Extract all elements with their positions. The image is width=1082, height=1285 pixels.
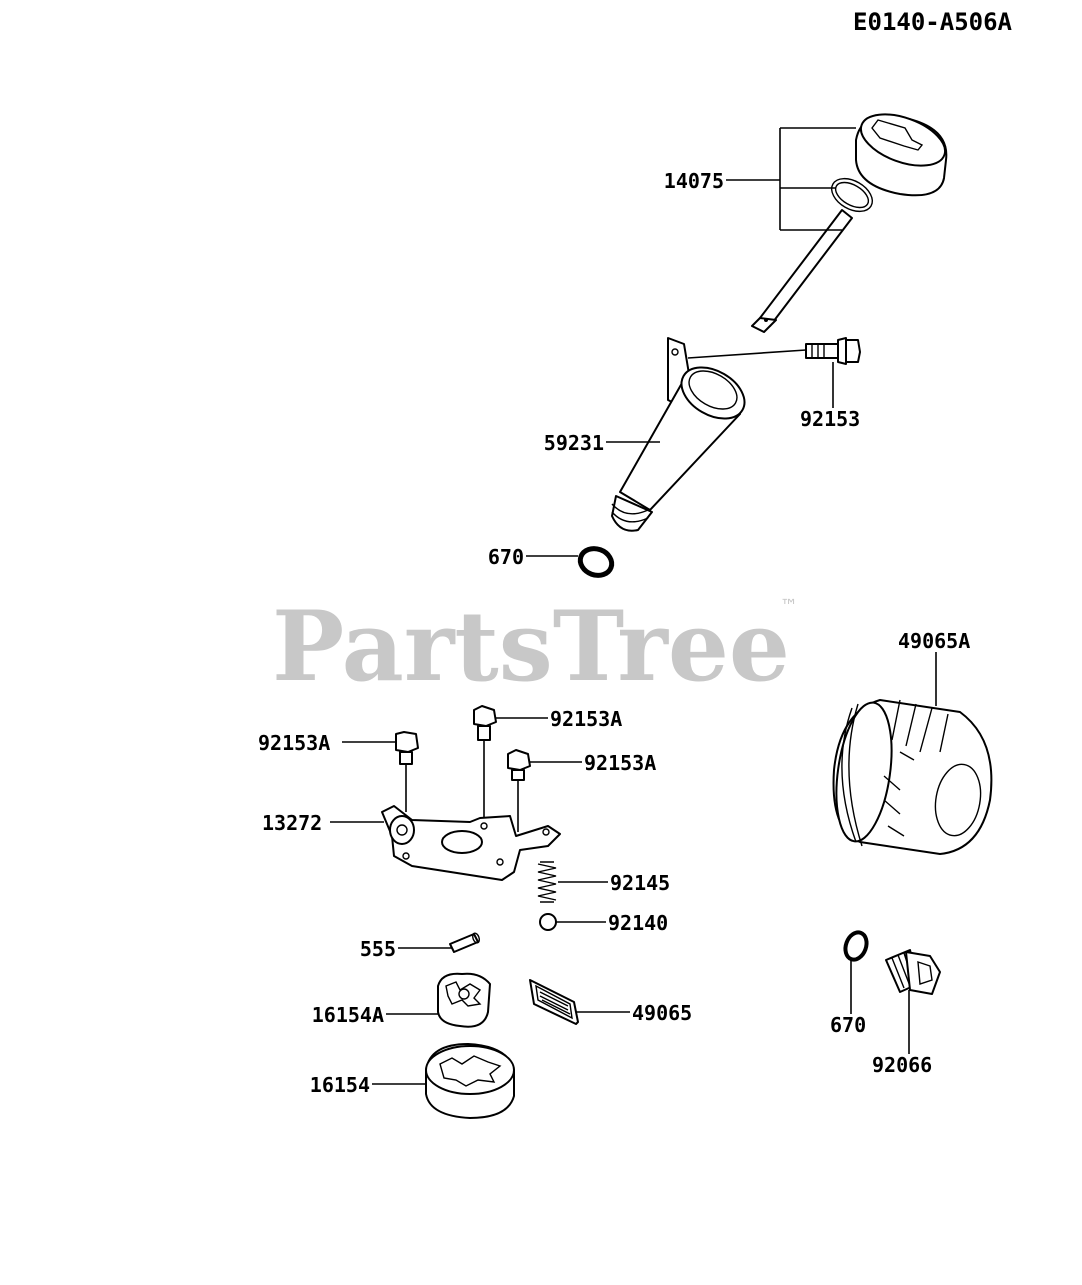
part-label-92153[interactable]: 92153 [800, 407, 860, 431]
part-label-92066[interactable]: 92066 [872, 1053, 932, 1077]
watermark-logo: PartsTree [272, 590, 790, 703]
pin-555-drawing[interactable] [449, 932, 481, 953]
part-label-92145[interactable]: 92145 [610, 871, 670, 895]
oil-filter-drawing[interactable] [829, 699, 993, 855]
o-ring-670-bottom-drawing[interactable] [842, 929, 870, 962]
bolt-92153-drawing[interactable] [805, 337, 861, 365]
part-label-13272[interactable]: 13272 [262, 811, 322, 835]
part-label-59231[interactable]: 59231 [544, 431, 604, 455]
part-label-92153A-mid[interactable]: 92153A [550, 707, 622, 731]
drain-plug-92066-drawing[interactable] [885, 949, 941, 995]
dipstick-cap-drawing[interactable] [751, 104, 952, 333]
bolt-92153A-right-drawing[interactable] [507, 749, 531, 781]
part-label-92140[interactable]: 92140 [608, 911, 668, 935]
part-label-14075[interactable]: 14075 [664, 169, 724, 193]
ball-92140-drawing[interactable] [539, 913, 557, 931]
part-label-49065A[interactable]: 49065A [898, 629, 970, 653]
plate-13272-drawing[interactable] [381, 805, 561, 881]
part-label-16154A[interactable]: 16154A [312, 1003, 384, 1027]
part-label-670-bottom[interactable]: 670 [830, 1013, 866, 1037]
diagram-code: E0140-A506A [853, 8, 1012, 36]
spring-92145-drawing[interactable] [537, 861, 557, 903]
o-ring-670-top-drawing[interactable] [577, 544, 616, 579]
part-label-16154[interactable]: 16154 [310, 1073, 370, 1097]
part-label-555[interactable]: 555 [360, 937, 396, 961]
part-label-49065[interactable]: 49065 [632, 1001, 692, 1025]
watermark-trademark: ™ [780, 596, 798, 617]
inner-rotor-16154A-drawing[interactable] [437, 972, 491, 1028]
oil-fill-tube-drawing[interactable] [611, 337, 753, 532]
screen-49065-drawing[interactable] [529, 979, 579, 1025]
bolt-92153A-left-drawing[interactable] [395, 731, 419, 765]
bolt-92153A-mid-drawing[interactable] [473, 705, 497, 741]
part-label-670-top[interactable]: 670 [488, 545, 524, 569]
part-label-92153A-right[interactable]: 92153A [584, 751, 656, 775]
outer-rotor-16154-drawing[interactable] [425, 1043, 515, 1119]
part-label-92153A-left[interactable]: 92153A [258, 731, 330, 755]
